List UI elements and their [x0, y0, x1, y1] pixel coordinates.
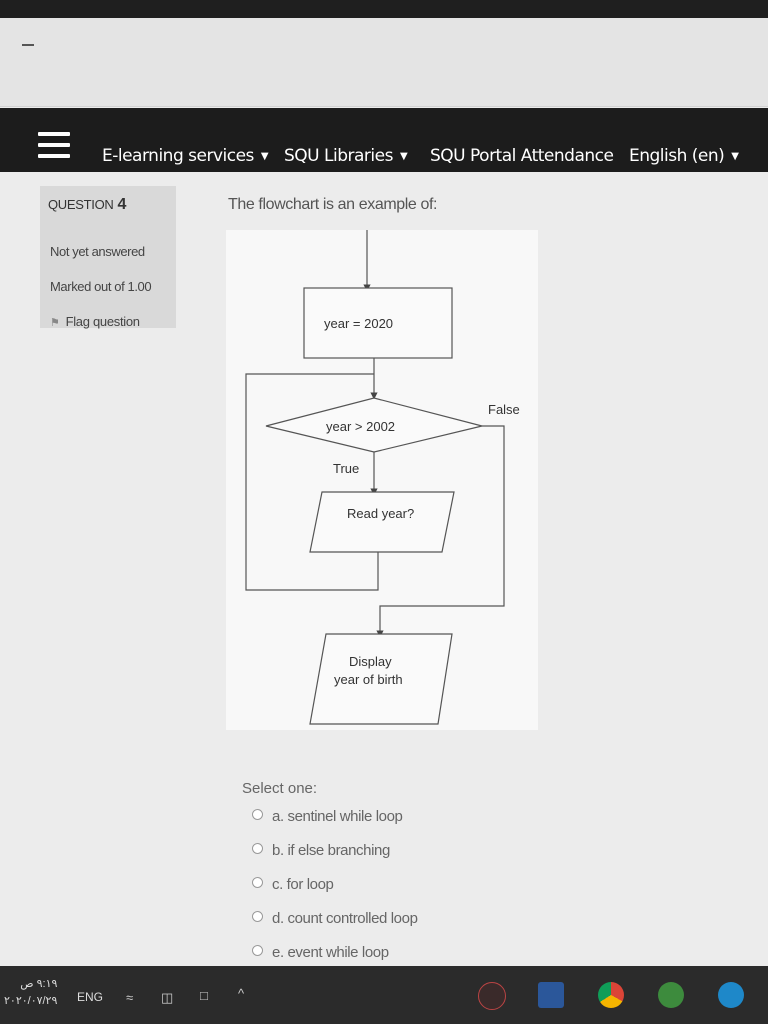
- init-text: year = 2020: [324, 316, 393, 331]
- chrome-app-icon[interactable]: [598, 982, 624, 1008]
- question-text: The flowchart is an example of:: [228, 196, 438, 213]
- top-navbar: E-learning services ▼ SQU Libraries ▼ SQU …: [0, 108, 768, 172]
- windows-taskbar: ٩:١٩ ص ٢٠٢٠/٠٧/٢٩ ENG ≈ ◫ □ ^: [0, 966, 768, 1024]
- nav-portal-attendance[interactable]: SQU Portal Attendance: [430, 146, 614, 166]
- language-indicator[interactable]: ENG: [77, 990, 104, 1004]
- display-text-line1: Display: [349, 654, 392, 669]
- app-spider-icon[interactable]: [478, 982, 506, 1010]
- browser-strip: [0, 18, 768, 107]
- radio-button[interactable]: [252, 809, 263, 820]
- wifi-icon[interactable]: ≈: [126, 990, 134, 1005]
- radio-button[interactable]: [252, 843, 263, 854]
- answer-option-a[interactable]: a. sentinel while loop: [252, 808, 403, 825]
- decision-text: year > 2002: [326, 419, 395, 434]
- notification-icon[interactable]: □: [200, 988, 208, 1003]
- nav-libraries-label: SQU Libraries: [284, 146, 393, 166]
- nav-elearning-services[interactable]: E-learning services ▼: [102, 146, 269, 166]
- minimize-icon[interactable]: [22, 44, 34, 46]
- clock-time: ٩:١٩ ص: [20, 978, 58, 990]
- option-label: a. sentinel while loop: [272, 808, 403, 825]
- flowchart-svg: year = 2020 year > 2002 False True Read …: [245, 230, 520, 725]
- answer-option-c[interactable]: c. for loop: [252, 876, 334, 893]
- nav-attendance-label: SQU Portal Attendance: [430, 146, 614, 166]
- radio-button[interactable]: [252, 877, 263, 888]
- edge-app-icon[interactable]: [718, 982, 744, 1008]
- false-branch-line: [376, 425, 505, 638]
- green-app-icon[interactable]: [658, 982, 684, 1008]
- display-parallelogram: [309, 633, 453, 725]
- flag-question-link[interactable]: ⚑ Flag question: [50, 314, 140, 329]
- option-label: d. count controlled loop: [272, 910, 418, 927]
- nav-elearning-label: E-learning services: [102, 146, 254, 166]
- true-label: True: [333, 461, 359, 476]
- caret-down-icon: ▼: [399, 151, 408, 162]
- word-app-icon[interactable]: [538, 982, 564, 1008]
- flag-question-label: Flag question: [65, 314, 140, 329]
- taskbar-clock[interactable]: ٩:١٩ ص ٢٠٢٠/٠٧/٢٩: [4, 976, 57, 1010]
- radio-button[interactable]: [252, 945, 263, 956]
- init-box: [303, 287, 453, 359]
- clock-date: ٢٠٢٠/٠٧/٢٩: [4, 995, 58, 1007]
- hamburger-menu-icon[interactable]: [38, 132, 70, 158]
- flowchart-image: year = 2020 year > 2002 False True Read …: [226, 230, 538, 730]
- battery-icon[interactable]: ◫: [161, 990, 174, 1005]
- radio-button[interactable]: [252, 911, 263, 922]
- marked-out-of: Marked out of 1.00: [50, 279, 152, 294]
- answer-option-b[interactable]: b. if else branching: [252, 842, 390, 859]
- answer-option-e[interactable]: e. event while loop: [252, 944, 389, 961]
- option-label: c. for loop: [272, 876, 334, 893]
- answer-option-d[interactable]: d. count controlled loop: [252, 910, 418, 927]
- question-label: QUESTION: [48, 197, 114, 212]
- display-text-line2: year of birth: [334, 672, 403, 687]
- chevron-up-icon[interactable]: ^: [238, 986, 245, 1001]
- option-label: e. event while loop: [272, 944, 389, 961]
- select-one-label: Select one:: [242, 780, 318, 797]
- read-parallelogram: [309, 491, 455, 553]
- screen: E-learning services ▼ SQU Libraries ▼ SQU …: [0, 18, 768, 966]
- loop-back-line: [245, 373, 379, 591]
- nav-language[interactable]: English (en) ▼: [629, 146, 739, 166]
- false-label: False: [488, 402, 520, 417]
- read-text: Read year?: [347, 506, 414, 521]
- flag-icon: ⚑: [50, 317, 60, 329]
- answer-status: Not yet answered: [50, 244, 145, 259]
- caret-down-icon: ▼: [731, 151, 739, 162]
- nav-squ-libraries[interactable]: SQU Libraries ▼: [284, 146, 408, 166]
- question-number-value: 4: [117, 196, 127, 213]
- option-label: b. if else branching: [272, 842, 390, 859]
- nav-language-label: English (en): [629, 146, 725, 166]
- caret-down-icon: ▼: [260, 151, 269, 162]
